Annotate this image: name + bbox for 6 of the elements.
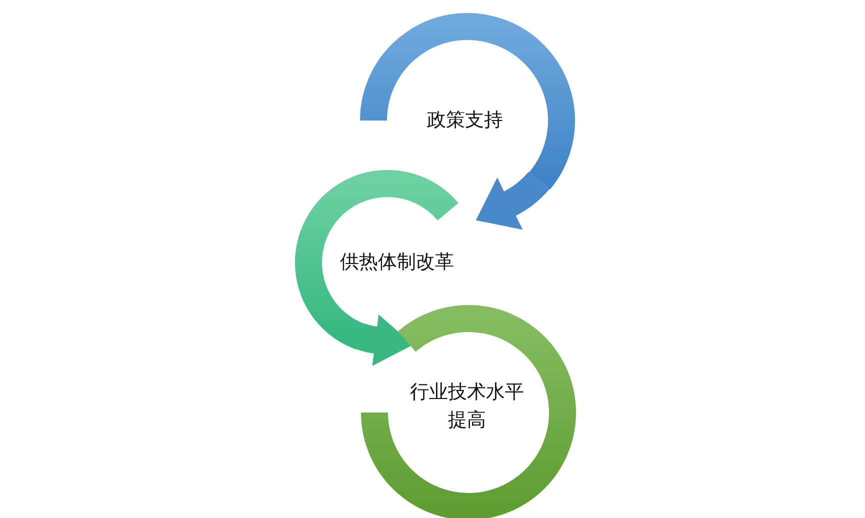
arrow <box>356 314 413 366</box>
ring-shape <box>360 304 576 518</box>
node-label: 政策支持 <box>426 108 504 133</box>
node-label: 行业技术水平提高 <box>409 380 525 433</box>
node-label: 供热体制改革 <box>339 250 455 275</box>
arrow <box>476 171 549 229</box>
